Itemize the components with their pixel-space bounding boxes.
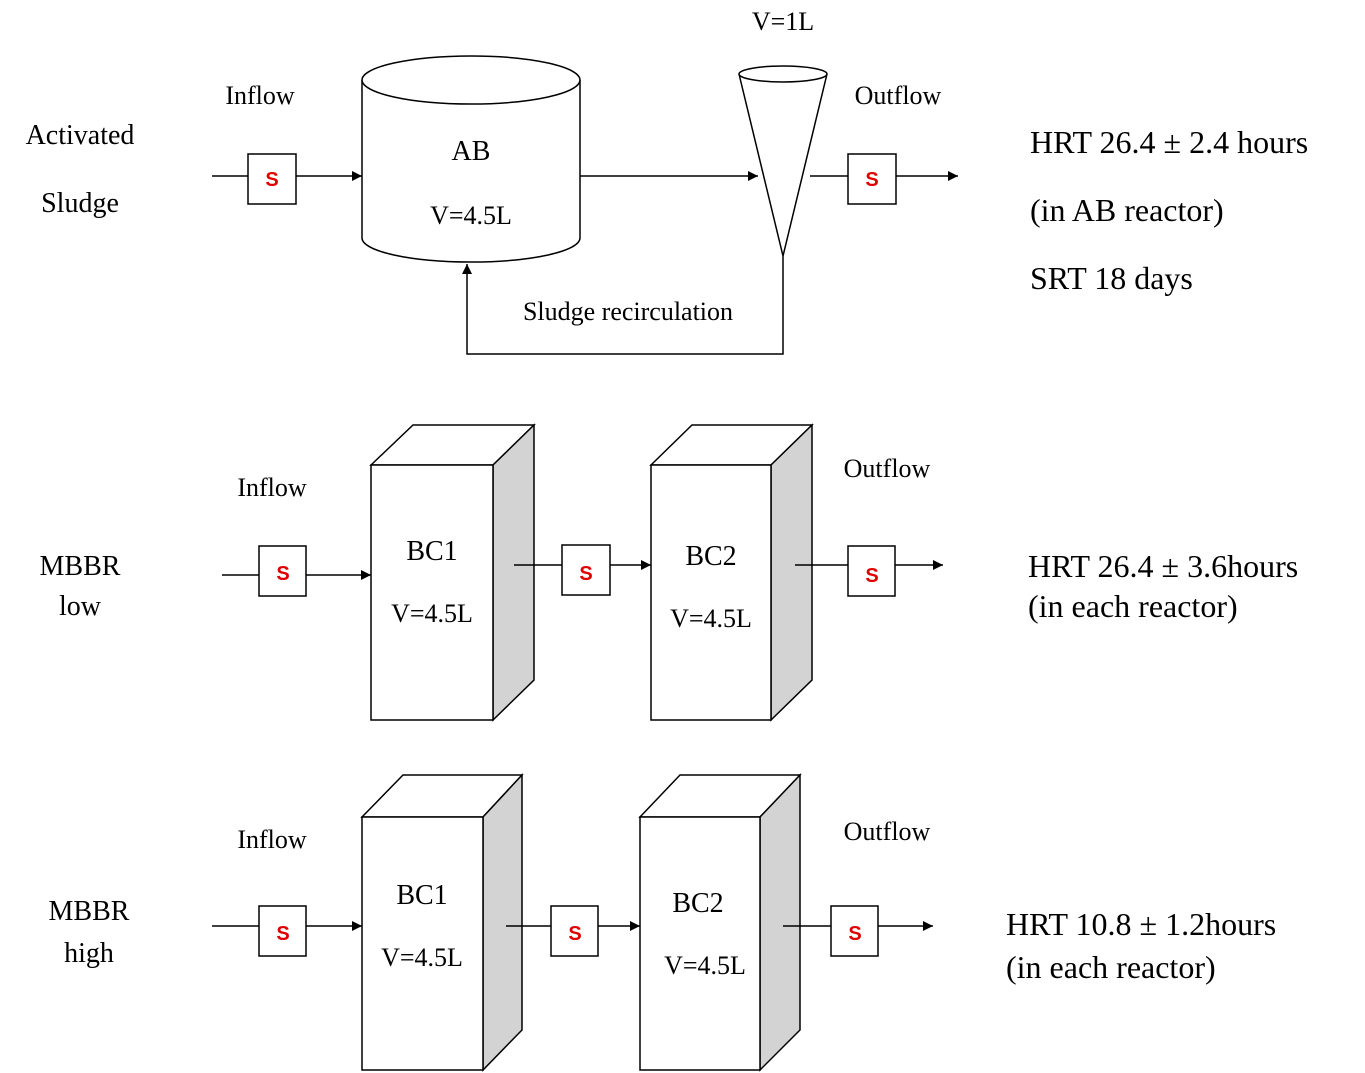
row3-bc1-reactor <box>360 773 524 1072</box>
row2-bc2-label: BC2 <box>685 541 736 572</box>
row2-bc1-label: BC1 <box>406 536 457 567</box>
sensor-box <box>847 153 897 205</box>
row3-bc1-label: BC1 <box>396 880 447 911</box>
sensor-box <box>258 545 307 597</box>
sensor-label: S <box>865 565 878 587</box>
row3-bc2-volume: V=4.5L <box>664 951 746 980</box>
clarifier-volume: V=1L <box>752 7 814 36</box>
sensor-box <box>258 905 307 957</box>
row2-name-line1: MBBR <box>40 551 121 582</box>
row2-name-line2: low <box>59 591 102 622</box>
row1-name-line2: Sludge <box>41 188 119 219</box>
row2-bc1-volume: V=4.5L <box>391 599 473 628</box>
sensor-box <box>830 905 879 957</box>
row1-name-line1: Activated <box>26 120 135 151</box>
row3-note-hrt: HRT 10.8 ± 1.2hours <box>1006 906 1276 942</box>
row3-name-line1: MBBR <box>49 896 130 927</box>
sensor-label: S <box>865 169 878 191</box>
row1-note-scope: (in AB reactor) <box>1030 192 1224 228</box>
row2-bc2-volume: V=4.5L <box>670 604 752 633</box>
row3-name-line2: high <box>64 938 114 969</box>
sensor-label: S <box>579 563 592 585</box>
row-mbbr-high: MBBR high Inflow S BC1 V=4.5L S B <box>49 773 1276 1072</box>
sensor-label: S <box>848 923 861 945</box>
row2-outflow-label: Outflow <box>844 454 931 483</box>
row3-outflow-sensor: S <box>830 905 879 957</box>
row3-bc2-reactor <box>638 773 802 1072</box>
row3-outflow-label: Outflow <box>844 817 931 846</box>
sensor-label: S <box>568 923 581 945</box>
sensor-box <box>847 545 896 597</box>
row1-outflow-sensor: S <box>847 153 897 205</box>
row2-note-hrt: HRT 26.4 ± 3.6hours <box>1028 548 1298 584</box>
sensor-label: S <box>276 923 289 945</box>
ab-reactor-label: AB <box>452 136 491 167</box>
row-mbbr-low: MBBR low Inflow S BC1 V=4.5L S BC <box>40 423 1298 722</box>
row2-note-scope: (in each reactor) <box>1028 588 1238 624</box>
sludge-recirculation-label: Sludge recirculation <box>523 297 733 326</box>
row3-bc1-volume: V=4.5L <box>381 943 463 972</box>
row1-note-srt: SRT 18 days <box>1030 260 1193 296</box>
row1-inflow-sensor: S <box>247 153 297 205</box>
row1-note-hrt: HRT 26.4 ± 2.4 hours <box>1030 124 1308 160</box>
row2-between-sensor: S <box>561 544 611 596</box>
row2-bc2-reactor <box>649 423 814 722</box>
row1-outflow-label: Outflow <box>855 81 942 110</box>
sensor-box <box>247 153 297 205</box>
row1-inflow-label: Inflow <box>225 81 295 110</box>
sensor-box <box>561 544 611 596</box>
clarifier-cone <box>738 65 828 257</box>
row3-bc2-label: BC2 <box>672 888 723 919</box>
sensor-box <box>550 905 599 957</box>
row2-inflow-label: Inflow <box>237 473 307 502</box>
row2-inflow-sensor: S <box>258 545 307 597</box>
ab-reactor-cylinder <box>361 55 581 263</box>
row2-bc1-reactor <box>369 423 536 722</box>
sludge-recirculation-line <box>462 256 784 355</box>
row2-outflow-sensor: S <box>847 545 896 597</box>
row3-between-sensor: S <box>550 905 599 957</box>
row3-note-scope: (in each reactor) <box>1006 949 1216 985</box>
row3-inflow-sensor: S <box>258 905 307 957</box>
row3-inflow-label: Inflow <box>237 825 307 854</box>
sensor-label: S <box>276 563 289 585</box>
ab-reactor-volume: V=4.5L <box>430 201 512 230</box>
sensor-label: S <box>265 169 278 191</box>
row-activated-sludge: Activated Sludge Inflow S AB V=4.5L V=1L… <box>26 7 1308 355</box>
